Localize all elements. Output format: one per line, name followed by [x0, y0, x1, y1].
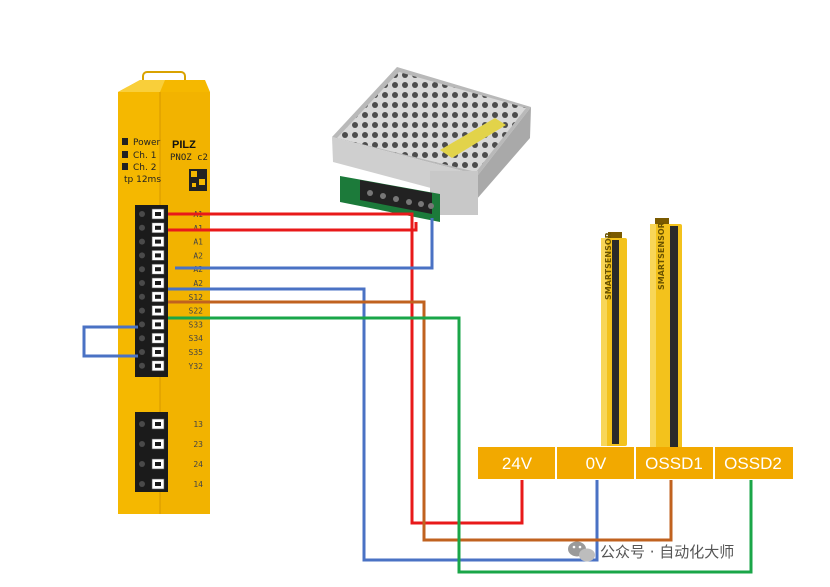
wire-24v-red — [168, 212, 524, 525]
signal-box-0v: 0V — [586, 454, 607, 473]
main-terminal-label: A2 — [193, 251, 203, 260]
main-terminal — [139, 263, 165, 275]
jumper-wire — [82, 325, 138, 358]
main-terminal — [139, 208, 165, 220]
output-terminal — [139, 418, 165, 430]
output-terminal — [139, 478, 165, 490]
output-terminal — [139, 458, 165, 470]
wire-0v-psu — [175, 218, 434, 270]
main-terminal-label: A2 — [193, 265, 203, 274]
light-curtain-receiver: SMARTSENSOR — [650, 218, 682, 450]
main-terminal-label: S22 — [189, 307, 204, 316]
watermark: 公众号 · 自动化大师 — [568, 541, 734, 562]
main-terminal-label: S12 — [189, 293, 204, 302]
signal-box-row: 24V 0V OSSD1 OSSD2 — [478, 447, 793, 479]
relay-model: PNOZ c2 — [170, 153, 208, 163]
power-supply-image — [332, 67, 531, 222]
main-terminal — [139, 291, 165, 303]
emitter-brand: SMARTSENSOR — [604, 232, 613, 300]
main-terminal-label: S35 — [189, 348, 204, 357]
wire-24v-psu — [168, 222, 418, 232]
main-terminal-label: Y32 — [189, 362, 204, 371]
wire-ossd1-brown — [168, 300, 673, 542]
main-terminal-label: A1 — [193, 238, 203, 247]
signal-box-ossd2: OSSD2 — [724, 454, 782, 473]
psu-label — [440, 118, 506, 158]
signal-box-ossd1: OSSD1 — [645, 454, 703, 473]
response-time-label: tp 12ms — [124, 175, 161, 185]
signal-box-24v: 24V — [502, 454, 533, 473]
wechat-icon — [568, 541, 595, 562]
led-ch2-label: Ch. 2 — [133, 163, 156, 173]
main-terminal-label: S33 — [189, 320, 204, 329]
receiver-brand: SMARTSENSOR — [657, 222, 666, 290]
main-terminal — [139, 346, 165, 358]
main-terminal — [139, 222, 165, 234]
main-terminal-label: A2 — [193, 279, 203, 288]
output-terminal-label: 24 — [193, 460, 203, 469]
wire-ossd2-green — [168, 316, 753, 574]
main-terminal — [139, 332, 165, 344]
main-terminal-label: A1 — [193, 224, 203, 233]
wire-0v-blue — [168, 287, 599, 562]
output-terminal-label: 23 — [193, 440, 203, 449]
led-power-label: Power — [133, 138, 161, 148]
light-curtain-emitter: SMARTSENSOR — [601, 232, 627, 446]
output-terminal — [139, 438, 165, 450]
main-terminal — [139, 305, 165, 316]
main-terminal — [139, 360, 165, 372]
led-ch1-label: Ch. 1 — [133, 151, 156, 161]
main-terminal — [139, 250, 165, 261]
safety-relay: Power Ch. 1 Ch. 2 tp 12ms PILZ PNOZ c2 A… — [118, 71, 210, 514]
main-terminal — [139, 319, 165, 330]
wires — [82, 212, 753, 574]
led-panel: Power Ch. 1 Ch. 2 tp 12ms — [122, 138, 161, 185]
main-terminal — [139, 236, 165, 247]
output-terminal-label: 14 — [193, 480, 203, 489]
output-terminal-label: 13 — [193, 420, 203, 429]
main-terminal-label: S34 — [189, 334, 204, 343]
watermark-text: 公众号 · 自动化大师 — [600, 543, 734, 561]
main-terminal — [139, 277, 165, 289]
relay-brand: PILZ — [172, 139, 196, 151]
